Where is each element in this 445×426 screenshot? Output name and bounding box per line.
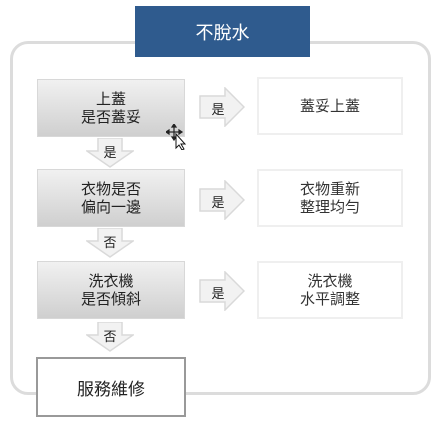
arrow-right-yes-1: 是 xyxy=(199,87,245,127)
step-lid-closed: 上蓋 是否蓋妥 xyxy=(37,79,185,137)
move-cursor-icon xyxy=(164,122,188,151)
final-service-repair: 服務維修 xyxy=(36,357,186,417)
yes-label: 是 xyxy=(211,287,225,302)
arrow-down-3: 否 xyxy=(86,322,134,352)
yes-label: 是 xyxy=(211,103,225,118)
diagram-title: 不脫水 xyxy=(135,6,310,57)
step-clothes-uneven: 衣物是否 偏向一邊 xyxy=(37,169,185,227)
arrow-down-2: 否 xyxy=(86,228,134,258)
step-machine-tilted: 洗衣機 是否傾斜 xyxy=(37,261,185,319)
result-level-machine: 洗衣機 水平調整 xyxy=(257,261,403,319)
arrow-down-1: 是 xyxy=(86,138,134,168)
arrow-right-yes-3: 是 xyxy=(199,271,245,311)
down-label: 否 xyxy=(103,236,117,251)
yes-label: 是 xyxy=(211,196,225,211)
result-close-lid: 蓋妥上蓋 xyxy=(257,77,403,135)
down-label: 是 xyxy=(103,146,117,161)
down-label: 否 xyxy=(103,330,117,345)
result-rearrange-clothes: 衣物重新 整理均勻 xyxy=(257,169,403,227)
arrow-right-yes-2: 是 xyxy=(199,180,245,220)
